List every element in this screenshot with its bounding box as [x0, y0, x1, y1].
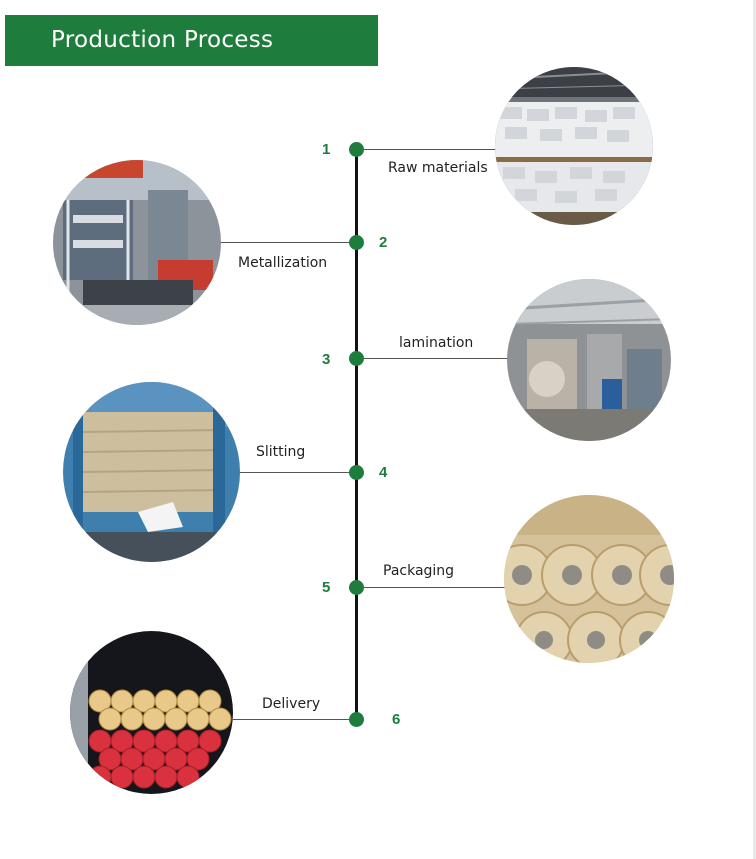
step-number: 5: [322, 579, 331, 596]
step-number: 2: [379, 234, 388, 251]
metallization-machine-photo: [53, 160, 221, 325]
step-label: Delivery: [262, 696, 321, 712]
timeline-line: [355, 148, 358, 722]
connector-line: [364, 587, 506, 588]
step-number: 1: [322, 141, 331, 158]
header-banner: Production Process: [5, 15, 378, 66]
step-number: 3: [322, 351, 331, 368]
slitting-machine-photo: [63, 382, 240, 562]
timeline-dot: [349, 142, 364, 157]
connector-line: [364, 149, 497, 150]
timeline-dot: [349, 351, 364, 366]
packaged-rolls-photo: [504, 495, 674, 663]
step-label: Slitting: [256, 444, 306, 460]
step-number: 4: [379, 464, 388, 481]
step-label: Packaging: [383, 563, 455, 579]
timeline-dot: [349, 580, 364, 595]
connector-line: [364, 358, 509, 359]
page-edge: [753, 0, 756, 859]
step-label: Metallization: [238, 255, 328, 271]
warehouse-bags-photo: [495, 67, 653, 225]
lamination-machine-photo: [507, 279, 671, 441]
connector-line: [240, 472, 355, 473]
step-label: Raw materials: [388, 160, 488, 176]
step-number: 6: [392, 711, 401, 728]
step-label: lamination: [399, 335, 474, 351]
timeline-dot: [349, 465, 364, 480]
timeline-dot: [349, 235, 364, 250]
connector-line: [221, 242, 355, 243]
timeline-dot: [349, 712, 364, 727]
delivery-rolls-photo: [70, 631, 233, 794]
page-title: Production Process: [51, 27, 274, 53]
connector-line: [233, 719, 355, 720]
